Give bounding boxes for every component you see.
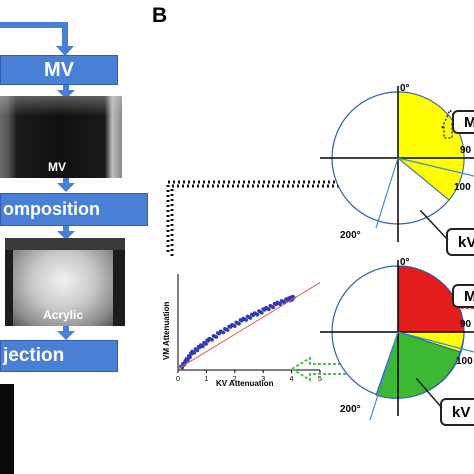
top-connector-arrow (0, 22, 74, 56)
scatter-point (225, 328, 230, 332)
green-dashed-arrow (290, 356, 363, 382)
acrylic-image: Acrylic (5, 238, 125, 326)
top-wheel-label-100: 100 (454, 182, 471, 193)
composition-box: omposition (0, 193, 148, 226)
x-tick-label: 5 (318, 376, 322, 383)
scatter-point (237, 321, 241, 326)
x-tick-label: 4 (290, 376, 294, 383)
scatter-point (186, 358, 190, 362)
top-callout-mv-label: M (464, 113, 474, 131)
mv-image-label: MV (48, 160, 66, 174)
bottom-wheel-red-sector (397, 265, 465, 333)
scatter-point (221, 330, 226, 335)
scatter-point (271, 305, 275, 310)
x-tick-label: 3 (261, 376, 265, 383)
scatter-point (248, 316, 253, 320)
bottom-callout-kv-leader (416, 378, 443, 409)
bottom-wheel-label-200: 200° (340, 404, 361, 415)
fit-line (177, 282, 321, 370)
arrow-down-4 (57, 326, 75, 340)
mv-image: MV (0, 96, 122, 178)
top-callout-kv: kV (446, 228, 474, 256)
top-wheel: 0° 90 100 200° (320, 83, 474, 242)
top-callout-kv-label: kV (458, 233, 474, 251)
scatter-xlabel: KV Attenuation (216, 379, 274, 388)
scatter-point (188, 355, 192, 360)
bottom-wheel: 0° 90 100 200° (320, 257, 474, 421)
scatter-point (255, 312, 260, 317)
projection-box: jection (0, 340, 118, 372)
top-callout-mv: M (452, 110, 474, 134)
scatter-point (267, 307, 271, 312)
x-tick-label: 0 (176, 376, 180, 383)
scatter-plot: 0 1 2 3 4 5 VM Attenuation KV Attenuation (162, 274, 322, 388)
x-tick-label: 2 (233, 376, 237, 383)
scatter-point (259, 310, 264, 315)
bottom-wheel-label-100: 100 (456, 356, 473, 367)
composition-box-label: omposition (3, 199, 100, 219)
projection-box-label: jection (3, 345, 65, 366)
scatter-point (201, 344, 205, 349)
scatter-point (214, 335, 219, 339)
top-wheel-label-200: 200° (340, 230, 361, 241)
scatter-point (244, 318, 248, 322)
bottom-wheel-label-90: 90 (460, 319, 472, 330)
top-wheel-label-0: 0° (400, 83, 410, 94)
mv-box: MV (0, 55, 118, 85)
scatter-point (204, 342, 208, 346)
bottom-callout-kv: kV (440, 398, 474, 426)
scatter-point (233, 324, 237, 328)
mv-box-label: MV (44, 58, 74, 81)
bottom-callout-mv-label: MV (464, 287, 474, 305)
top-wheel-label-90: 90 (460, 145, 472, 156)
bottom-dark-image (0, 384, 14, 474)
scatter-ylabel: VM Attenuation (162, 302, 171, 360)
scatter-point (192, 351, 197, 355)
bottom-callout-kv-label: kV (452, 403, 471, 421)
scatter-point (278, 302, 283, 307)
panel-b-label: B (152, 4, 168, 27)
arrow-down-3 (57, 226, 75, 240)
arrow-down-2 (57, 178, 75, 192)
scatter-point (195, 348, 200, 353)
scatter-point (210, 337, 214, 342)
bottom-callout-mv: MV (452, 284, 474, 308)
acrylic-image-label: Acrylic (43, 308, 84, 322)
arrow-down-1 (57, 85, 75, 99)
top-callout-kv-leader (420, 210, 449, 241)
x-tick-label: 1 (204, 376, 208, 383)
bottom-wheel-label-0: 0° (400, 257, 410, 268)
